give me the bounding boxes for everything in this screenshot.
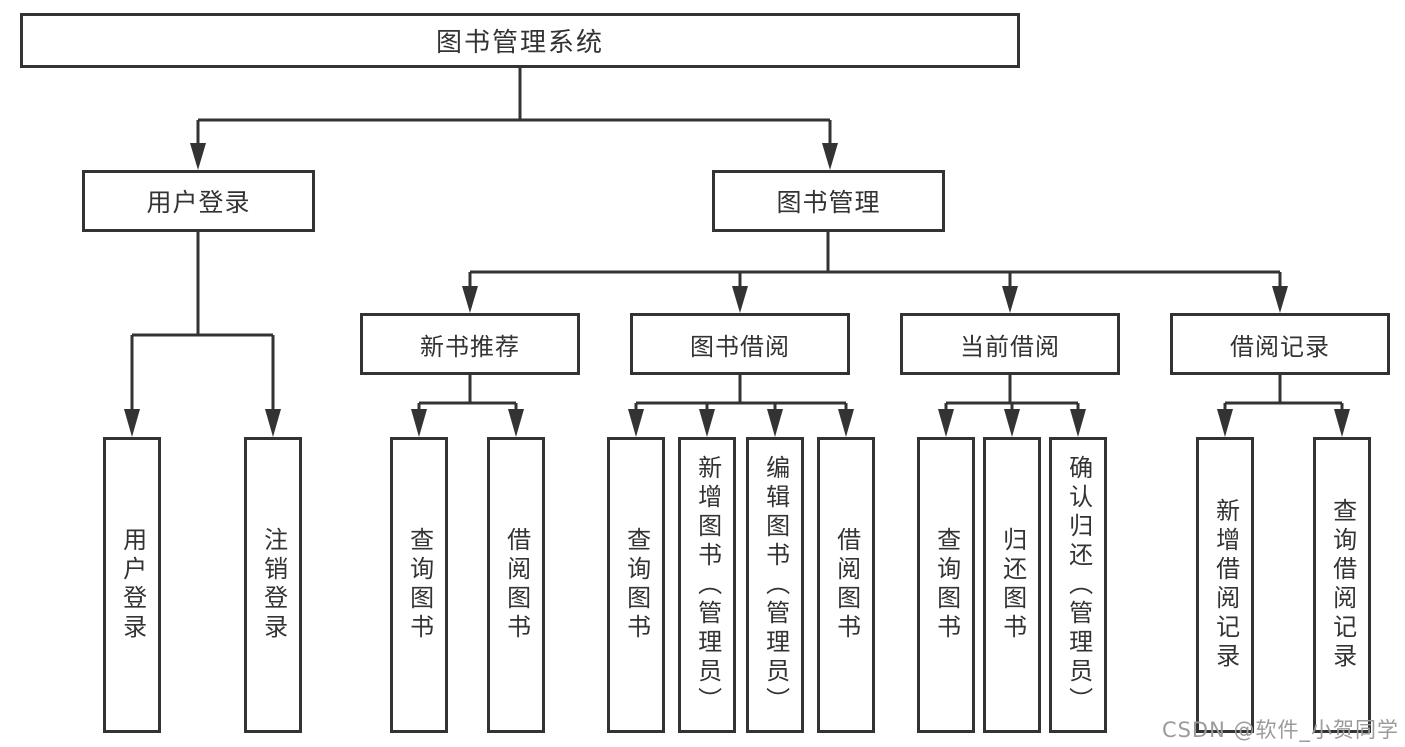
leaf-edit-books-admin-label: 编辑图书（管理员） [761,454,790,716]
node-book-management: 图书管理 [712,170,945,232]
leaf-return-books-label: 归还图书 [998,527,1027,643]
leaf-edit-books-admin: 编辑图书（管理员） [746,437,804,733]
node-current-borrow: 当前借阅 [900,313,1120,375]
leaf-query-books-recommend: 查询图书 [390,437,448,733]
node-borrow-records: 借阅记录 [1170,313,1390,375]
leaf-add-borrow-record: 新增借阅记录 [1196,437,1254,733]
node-root: 图书管理系统 [20,13,1020,68]
node-book-management-label: 图书管理 [776,188,881,217]
leaf-query-books-recommend-label: 查询图书 [405,527,434,643]
leaf-logout: 注销登录 [244,437,302,733]
leaf-query-borrow-record: 查询借阅记录 [1313,437,1371,733]
node-current-borrow-label: 当前借阅 [960,332,1060,361]
leaf-borrow-books-recommend-label: 借阅图书 [502,527,531,643]
leaf-confirm-return-admin-label: 确认归还（管理员） [1064,454,1093,716]
leaf-borrow-books-label: 借阅图书 [832,527,861,643]
watermark: CSDN @软件_小贺同学 [1161,718,1399,742]
node-book-borrow-label: 图书借阅 [690,332,790,361]
leaf-query-books-current: 查询图书 [917,437,975,733]
node-borrow-records-label: 借阅记录 [1230,332,1330,361]
leaf-query-books-current-label: 查询图书 [932,527,961,643]
node-user-login-label: 用户登录 [146,188,251,217]
leaf-borrow-books: 借阅图书 [817,437,875,733]
leaf-user-login-label: 用户登录 [118,527,147,643]
leaf-add-books-admin-label: 新增图书（管理员） [693,454,722,716]
node-new-book-recommend: 新书推荐 [360,313,580,375]
leaf-return-books: 归还图书 [983,437,1041,733]
node-user-login: 用户登录 [82,170,315,232]
leaf-add-books-admin: 新增图书（管理员） [678,437,736,733]
node-new-book-recommend-label: 新书推荐 [420,332,520,361]
leaf-user-login: 用户登录 [103,437,161,733]
leaf-query-books-borrow-label: 查询图书 [622,527,651,643]
leaf-query-borrow-record-label: 查询借阅记录 [1328,498,1357,672]
leaf-query-books-borrow: 查询图书 [607,437,665,733]
node-book-borrow: 图书借阅 [630,313,850,375]
leaf-confirm-return-admin: 确认归还（管理员） [1049,437,1107,733]
leaf-logout-label: 注销登录 [259,527,288,643]
leaf-add-borrow-record-label: 新增借阅记录 [1211,498,1240,672]
node-root-label: 图书管理系统 [435,28,604,58]
leaf-borrow-books-recommend: 借阅图书 [487,437,545,733]
